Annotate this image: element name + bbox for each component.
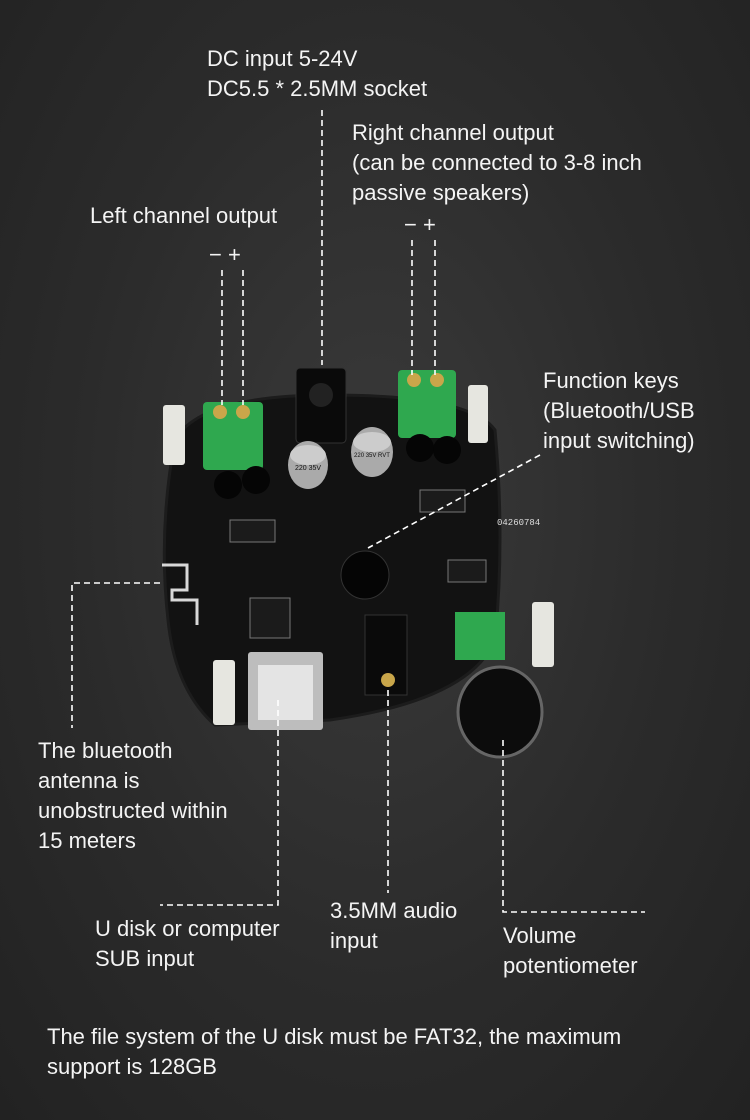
label-line: potentiometer xyxy=(503,953,638,978)
inductors xyxy=(214,434,461,499)
dc-socket xyxy=(295,367,347,444)
footer-note: The file system of the U disk must be FA… xyxy=(47,1022,621,1082)
usb-port xyxy=(248,652,323,730)
right-polarity-label: − + xyxy=(404,212,436,237)
function-keys-label: Function keys (Bluetooth/USB input switc… xyxy=(543,366,695,456)
label-line: Volume xyxy=(503,923,577,948)
label-line: DC5.5 * 2.5MM socket xyxy=(207,76,428,101)
label-line: (can be connected to 3-8 inch xyxy=(352,150,642,175)
cap-right-marking: 220 35V RVT xyxy=(354,453,390,459)
label-line: Left channel output xyxy=(90,203,278,228)
left-terminal-block xyxy=(203,402,263,470)
label-line: SUB input xyxy=(95,946,195,971)
dc-input-label: DC input 5-24V DC5.5 * 2.5MM socket xyxy=(207,44,427,104)
usb-label: U disk or computer SUB input xyxy=(95,914,280,974)
bluetooth-antenna xyxy=(162,563,199,625)
label-line: U disk or computer xyxy=(95,916,280,941)
label-line: antenna is xyxy=(38,768,140,793)
right-terminal-block xyxy=(398,370,456,438)
serial-number: 04260784 xyxy=(497,518,540,528)
label-line: The file system of the U disk must be FA… xyxy=(47,1024,622,1049)
label-line: passive speakers) xyxy=(352,180,530,205)
label-line: Right channel output xyxy=(352,120,554,145)
audio-input-label: 3.5MM audio input xyxy=(330,896,457,956)
label-line: 3.5MM audio xyxy=(330,898,458,923)
label-line: input switching) xyxy=(543,428,695,453)
left-channel-label: Left channel output xyxy=(90,201,277,231)
audio-jack xyxy=(364,614,408,696)
chips xyxy=(229,489,487,639)
left-polarity-label: − + xyxy=(209,242,241,267)
label-line: 15 meters xyxy=(38,828,136,853)
cap-left-marking: 220 35V xyxy=(295,465,321,472)
volume-knob xyxy=(455,612,544,759)
label-line: unobstructed within xyxy=(38,798,228,823)
label-line: Function keys xyxy=(543,368,679,393)
bluetooth-label: The bluetooth antenna is unobstructed wi… xyxy=(38,736,228,856)
standoff-posts xyxy=(163,385,554,725)
right-channel-label: Right channel output (can be connected t… xyxy=(352,118,642,208)
capacitors: 220 35V 220 35V RVT xyxy=(288,427,393,489)
label-line: The bluetooth xyxy=(38,738,173,763)
serial-marking: 04260784 xyxy=(497,518,540,528)
volume-label: Volume potentiometer xyxy=(503,921,638,981)
label-line: (Bluetooth/USB xyxy=(543,398,695,423)
function-key-button xyxy=(340,550,390,600)
label-line: support is 128GB xyxy=(47,1054,217,1079)
label-line: input xyxy=(330,928,378,953)
label-line: DC input 5-24V xyxy=(207,46,358,71)
